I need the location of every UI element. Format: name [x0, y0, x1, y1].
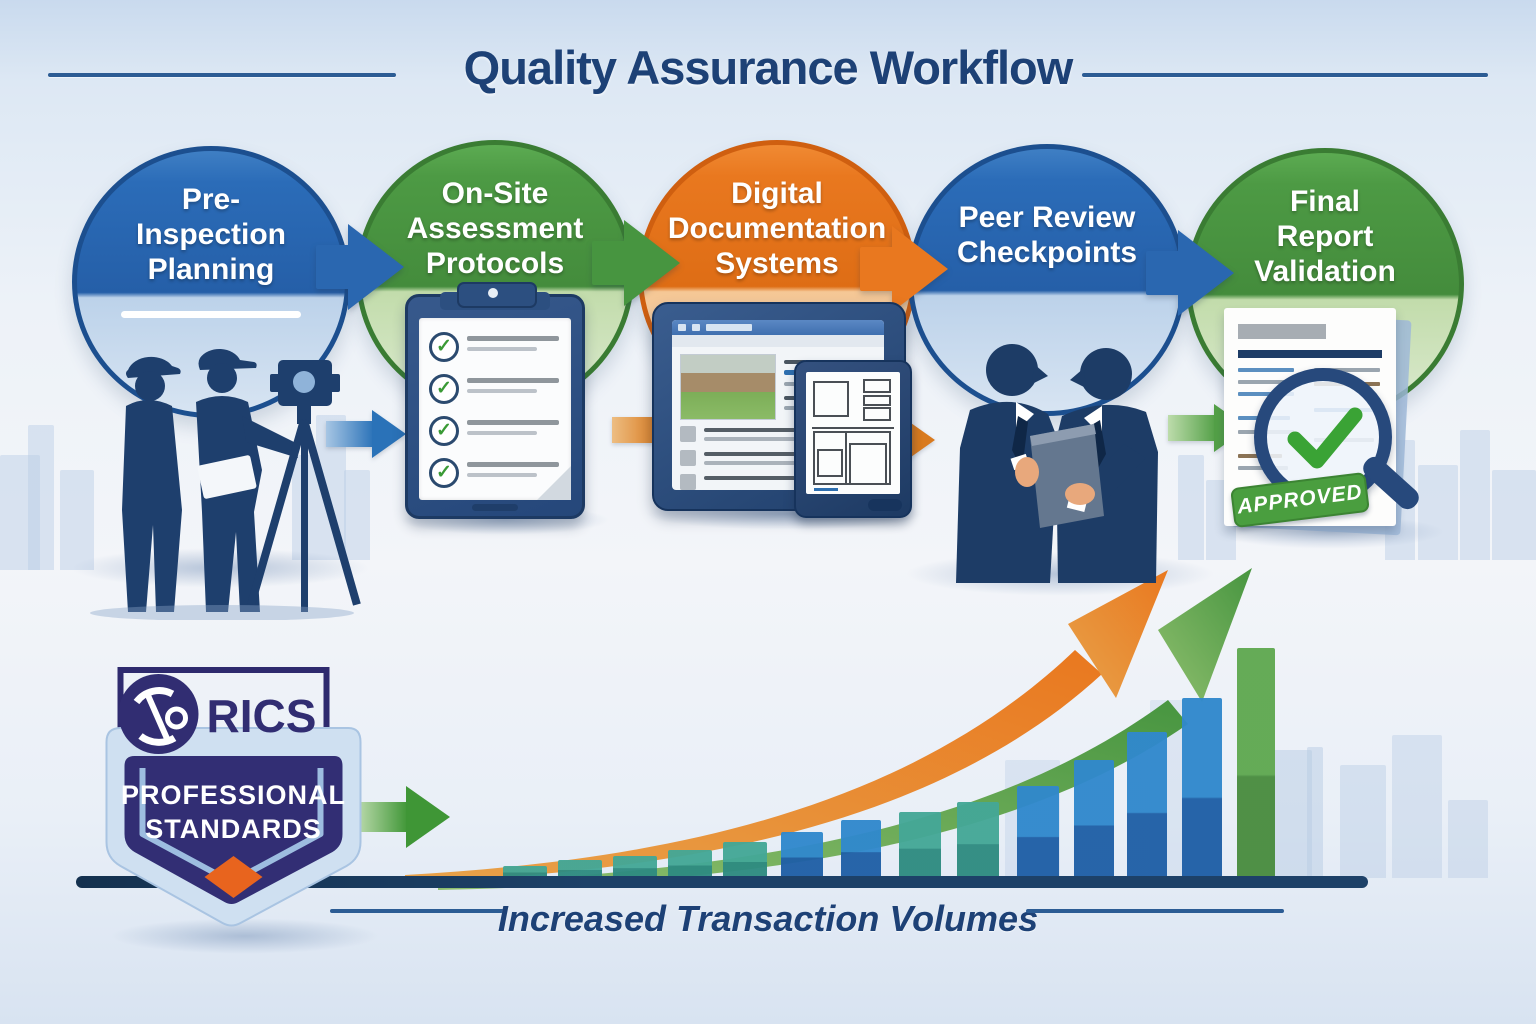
skyline-building: [1178, 455, 1204, 560]
stage-label: Digital Documentation Systems: [667, 177, 887, 280]
chart-bar: [723, 842, 767, 878]
ground-shadow: [110, 918, 380, 954]
workflow-arrow-1-icon: [316, 224, 408, 310]
badge-diamond-icon: [204, 856, 263, 898]
badge-line1: PROFESSIONAL: [121, 780, 346, 810]
skyline-building: [28, 425, 54, 570]
chart-bar: [781, 832, 823, 878]
badge-brand: RICS: [207, 690, 317, 742]
paper-fold-corner: [537, 466, 571, 500]
chart-baseline: [76, 876, 1368, 888]
skyline-building: [1340, 765, 1386, 878]
surveyors-tripod-icon: [90, 348, 361, 620]
property-photo-thumbnail: [680, 354, 776, 420]
chart-bar: [558, 860, 602, 878]
badge-line2: STANDARDS: [145, 814, 322, 844]
chart-bar: [613, 856, 657, 878]
skyline-building: [344, 470, 370, 560]
stage-label: Pre- Inspection Planning: [135, 183, 286, 286]
stage-label: Final Report Validation: [1254, 185, 1396, 288]
check-icon: ✓: [429, 416, 459, 446]
workflow-arrow-2-icon: [592, 220, 684, 306]
caption-left-rule: [330, 909, 505, 913]
chart-bar: [841, 820, 881, 878]
caption-right-rule: [1026, 909, 1284, 913]
chart-bar: [1074, 760, 1114, 878]
header-right-rule: [1082, 73, 1488, 77]
skyline-building: [0, 455, 40, 570]
tablets-floorplan-icon: [652, 302, 917, 518]
stage-label: On-Site Assessment Protocols: [406, 177, 584, 280]
businessmen-discussion-icon: [956, 344, 1158, 583]
clipboard-handle: [472, 504, 518, 511]
orange-growth-arrow: [405, 650, 1102, 882]
clipboard-clip: [457, 282, 537, 308]
approved-report-magnifier-icon: APPROVED: [1224, 308, 1424, 538]
skyline-building: [1448, 800, 1488, 878]
stage-underline: [121, 311, 301, 318]
workflow-arrow-4-icon: [1146, 230, 1238, 316]
flow-arrow-small-1-icon: [326, 410, 408, 458]
skyline-building: [1392, 735, 1442, 878]
chart-bar: [899, 812, 941, 878]
checklist-clipboard-icon: ✓ ✓ ✓ ✓: [405, 282, 585, 519]
green-arrowhead-icon: [1158, 568, 1252, 702]
skyline-building: [1270, 750, 1312, 878]
chart-bar: [1127, 732, 1167, 878]
tablet-small-floorplan: [794, 360, 912, 518]
orange-arrowhead-icon: [1068, 570, 1168, 698]
page-title: Quality Assurance Workflow: [463, 41, 1074, 94]
skyline-building: [1460, 430, 1490, 560]
chart-bar: [1017, 786, 1059, 878]
workflow-arrow-3-icon: [860, 226, 952, 312]
rics-professional-standards-badge: RICS PROFESSIONAL STANDARDS: [105, 667, 362, 927]
chart-bar: [668, 850, 712, 878]
badge-shield-inner: [124, 756, 343, 904]
chart-caption: Increased Transaction Volumes: [497, 898, 1039, 939]
check-icon: ✓: [429, 332, 459, 362]
floorplan-drawing: [812, 379, 894, 491]
stage-label: Peer Review Checkpoints: [956, 201, 1138, 269]
skyline-building: [1307, 747, 1323, 878]
check-icon: [1287, 407, 1363, 469]
chart-bar: [957, 802, 999, 878]
chart-bar: [1237, 648, 1275, 878]
skyline-building: [1492, 470, 1536, 560]
header-left-rule: [48, 73, 396, 77]
check-icon: ✓: [429, 458, 459, 488]
clipboard-paper: ✓ ✓ ✓ ✓: [419, 318, 571, 500]
chart-bar: [1182, 698, 1222, 878]
check-icon: ✓: [429, 374, 459, 404]
chart-bar: [503, 866, 547, 878]
